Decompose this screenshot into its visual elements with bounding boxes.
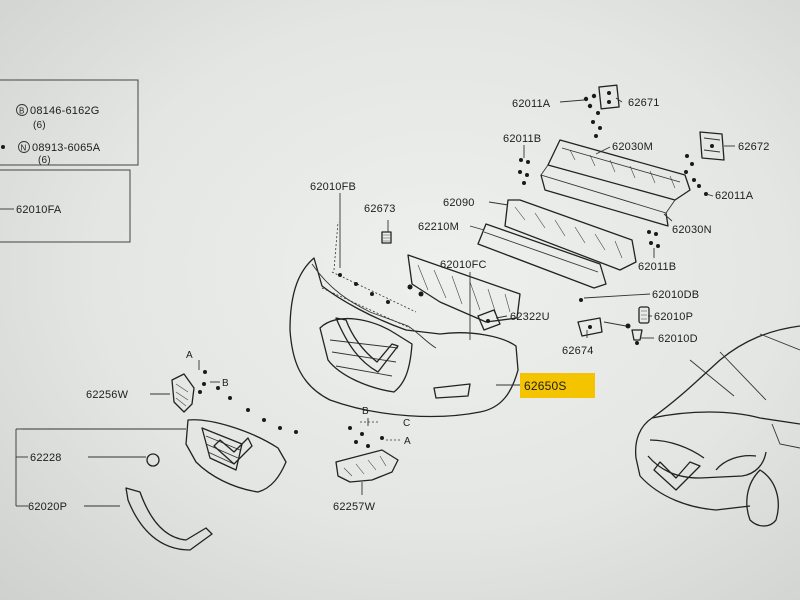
absorber-lower-62210M xyxy=(477,223,607,289)
bumper-fascia-62650S xyxy=(289,221,519,418)
bracket-62672 xyxy=(699,131,725,161)
label-62010P: 62010P xyxy=(654,311,693,323)
part-labels: 62011A 62671 62011B 62030M 62672 62010FB… xyxy=(28,97,770,513)
bracket-62322U xyxy=(477,309,501,331)
clip-dots xyxy=(518,93,708,248)
label-62030M: 62030M xyxy=(612,141,653,153)
vehicle-location-illustration xyxy=(634,325,800,527)
legend-fastener-box: B 08146-6162G (6) N 08913-6065A (6) xyxy=(0,79,139,166)
ref-B-left: B xyxy=(222,378,229,389)
label-62011A-top: 62011A xyxy=(512,98,551,110)
clip-62673 xyxy=(381,220,392,244)
label-62256W: 62256W xyxy=(86,389,129,401)
label-62228: 62228 xyxy=(30,452,62,464)
label-62011B-right: 62011B xyxy=(638,261,676,273)
label-62673: 62673 xyxy=(364,203,396,215)
bracket-62671 xyxy=(598,84,620,110)
grille-insert-part-number: 62010FA xyxy=(16,204,62,216)
label-62674: 62674 xyxy=(562,345,594,357)
clip-62010DB xyxy=(579,298,583,302)
label-62010D: 62010D xyxy=(658,333,698,345)
nut-part-number: 08913-6065A xyxy=(32,142,101,154)
label-62090: 62090 xyxy=(443,197,475,209)
nut-quantity: (6) xyxy=(38,155,51,166)
legend-grille-insert-box: 62010FA xyxy=(0,169,131,243)
ref-A-lower: A xyxy=(404,436,411,447)
label-62010FC: 62010FC xyxy=(440,259,487,271)
sensor-bracket-62674 xyxy=(577,317,631,337)
label-62030N: 62030N xyxy=(672,224,712,236)
energy-absorber-62090 xyxy=(504,199,637,271)
bolt-quantity: (6) xyxy=(33,120,46,131)
ref-B-lower: B xyxy=(362,406,369,417)
label-62650S: 62650S xyxy=(524,379,567,393)
nut-symbol-icon xyxy=(18,141,30,153)
label-62010DB: 62010DB xyxy=(652,289,699,301)
label-62020P: 62020P xyxy=(28,501,67,513)
label-62210M: 62210M xyxy=(418,221,459,233)
bolt-symbol-icon xyxy=(16,104,28,116)
label-62011B-top: 62011B xyxy=(503,133,541,145)
label-62011A-right: 62011A xyxy=(715,190,754,202)
ref-C-lower: C xyxy=(403,418,410,429)
label-62322U: 62322U xyxy=(510,311,550,323)
label-62672: 62672 xyxy=(738,141,770,153)
front-grille-62228 xyxy=(146,419,287,493)
ref-A-left: A xyxy=(186,350,193,361)
label-62671: 62671 xyxy=(628,97,660,109)
nut-symbol-letter: N xyxy=(21,144,27,153)
leader-lines xyxy=(15,97,735,507)
highlight-marker xyxy=(520,373,595,398)
bumper-reinforcement-62030M xyxy=(540,139,691,227)
label-62010FB: 62010FB xyxy=(310,181,356,193)
cover-62010P xyxy=(638,306,650,324)
bracket-62256W xyxy=(171,370,207,413)
bolt-part-number: 08146-6162G xyxy=(30,105,99,117)
bracket-62257W xyxy=(335,426,399,483)
bolt-symbol-letter: B xyxy=(19,107,25,116)
clip-62010D xyxy=(631,329,643,345)
scattered-clips-left xyxy=(216,386,298,434)
upper-grille-support-62010FC xyxy=(407,254,521,323)
label-62257W: 62257W xyxy=(333,501,376,513)
chrome-molding-62020P xyxy=(125,487,213,551)
nut-bullet-icon xyxy=(1,145,5,149)
